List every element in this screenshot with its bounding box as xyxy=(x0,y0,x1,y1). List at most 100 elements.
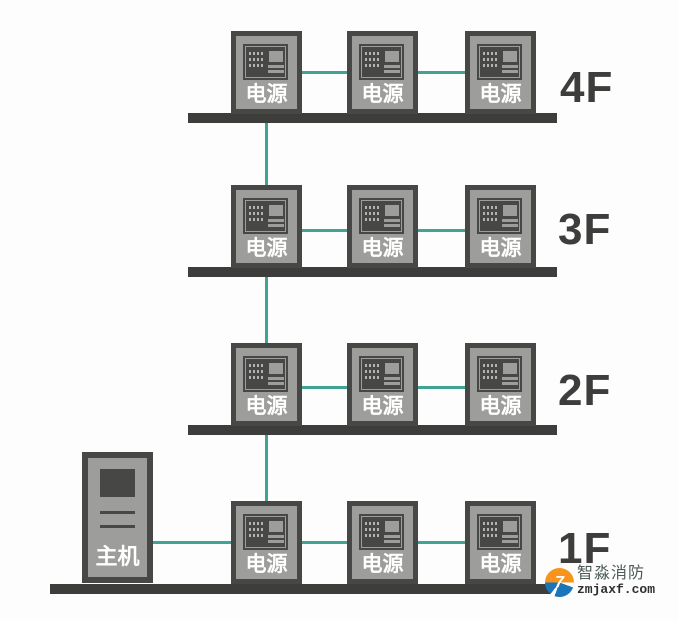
host-panel: 主机 xyxy=(88,458,147,577)
display-window xyxy=(269,51,283,62)
floor-bar-4f xyxy=(188,113,557,123)
dip-row xyxy=(249,58,265,61)
dip-row xyxy=(365,218,381,221)
display-bar xyxy=(502,535,518,538)
unit-label: 电源 xyxy=(479,237,522,260)
host-label: 主机 xyxy=(95,544,140,569)
display-bar xyxy=(268,219,284,222)
unit-label: 电源 xyxy=(479,83,522,106)
display-window xyxy=(503,51,517,62)
power-supply-unit: 电源 xyxy=(231,343,302,426)
dip-row xyxy=(483,52,499,55)
unit-label: 电源 xyxy=(361,83,404,106)
dip-row xyxy=(365,58,381,61)
unit-panel: 电源 xyxy=(470,190,531,263)
dip-row xyxy=(483,58,499,61)
bus-wire xyxy=(300,386,349,389)
dip-row xyxy=(249,522,265,525)
dip-row xyxy=(249,206,265,209)
bus-wire xyxy=(416,386,467,389)
dip-row xyxy=(249,64,265,67)
power-supply-unit: 电源 xyxy=(347,31,418,114)
floor-label-1f: 1F xyxy=(558,524,612,573)
dip-row xyxy=(483,364,499,367)
watermark: 7 智淼消防 zmjaxf.com xyxy=(545,565,655,597)
bus-wire-host xyxy=(151,541,233,544)
unit-label: 电源 xyxy=(479,553,522,576)
display-bar xyxy=(502,224,518,227)
display-bar xyxy=(384,70,400,73)
bus-wire xyxy=(300,229,349,232)
display-window xyxy=(385,363,399,374)
unit-display xyxy=(359,198,404,234)
floor-bar-1f xyxy=(50,584,553,594)
dip-row xyxy=(483,522,499,525)
dip-row xyxy=(249,370,265,373)
unit-display xyxy=(243,198,288,234)
display-bar xyxy=(384,377,400,380)
unit-display xyxy=(359,356,404,392)
dip-row xyxy=(249,534,265,537)
dip-row xyxy=(483,218,499,221)
unit-label: 电源 xyxy=(245,83,288,106)
unit-panel: 电源 xyxy=(236,506,297,579)
floor-bar-3f xyxy=(188,267,557,277)
bus-wire xyxy=(416,71,467,74)
unit-display xyxy=(477,356,522,392)
riser-wire-3f-2f xyxy=(265,266,268,346)
display-window xyxy=(269,363,283,374)
dip-row xyxy=(483,528,499,531)
dip-row xyxy=(249,528,265,531)
display-bar xyxy=(384,65,400,68)
unit-label: 电源 xyxy=(245,395,288,418)
unit-panel: 电源 xyxy=(470,506,531,579)
unit-display xyxy=(359,514,404,550)
dip-row xyxy=(365,376,381,379)
dip-row xyxy=(483,206,499,209)
brand-logo-glyph: 7 xyxy=(555,574,564,591)
dip-row xyxy=(249,218,265,221)
unit-label: 电源 xyxy=(361,395,404,418)
unit-panel: 电源 xyxy=(236,348,297,421)
floor-label-3f: 3F xyxy=(558,205,612,254)
dip-row xyxy=(365,522,381,525)
unit-display xyxy=(477,44,522,80)
watermark-text: 智淼消防 zmjaxf.com xyxy=(577,565,655,597)
unit-display xyxy=(359,44,404,80)
dip-row xyxy=(483,376,499,379)
dip-row xyxy=(365,212,381,215)
brand-logo-icon: 7 xyxy=(545,568,574,597)
dip-row xyxy=(483,64,499,67)
display-window xyxy=(269,205,283,216)
dip-row xyxy=(483,370,499,373)
unit-panel: 电源 xyxy=(470,36,531,109)
unit-panel: 电源 xyxy=(236,190,297,263)
dip-row xyxy=(249,52,265,55)
brand-domain: zmjaxf.com xyxy=(577,582,656,597)
power-supply-unit: 电源 xyxy=(465,343,536,426)
display-window xyxy=(503,521,517,532)
display-window xyxy=(385,521,399,532)
power-supply-unit: 电源 xyxy=(465,501,536,584)
display-bar xyxy=(268,65,284,68)
unit-panel: 电源 xyxy=(352,506,413,579)
unit-panel: 电源 xyxy=(352,190,413,263)
unit-display xyxy=(477,514,522,550)
display-bar xyxy=(268,70,284,73)
display-bar xyxy=(384,219,400,222)
host-cabinet: 主机 xyxy=(82,452,153,583)
power-supply-unit: 电源 xyxy=(465,31,536,114)
display-bar xyxy=(384,540,400,543)
dip-row xyxy=(365,206,381,209)
display-bar xyxy=(384,535,400,538)
display-bar xyxy=(502,377,518,380)
dip-row xyxy=(483,534,499,537)
display-bar xyxy=(268,540,284,543)
display-bar xyxy=(268,535,284,538)
bus-wire xyxy=(416,229,467,232)
display-bar xyxy=(502,219,518,222)
floor-label-2f: 2F xyxy=(558,366,612,415)
unit-display xyxy=(243,356,288,392)
riser-wire-4f-3f xyxy=(265,112,268,188)
